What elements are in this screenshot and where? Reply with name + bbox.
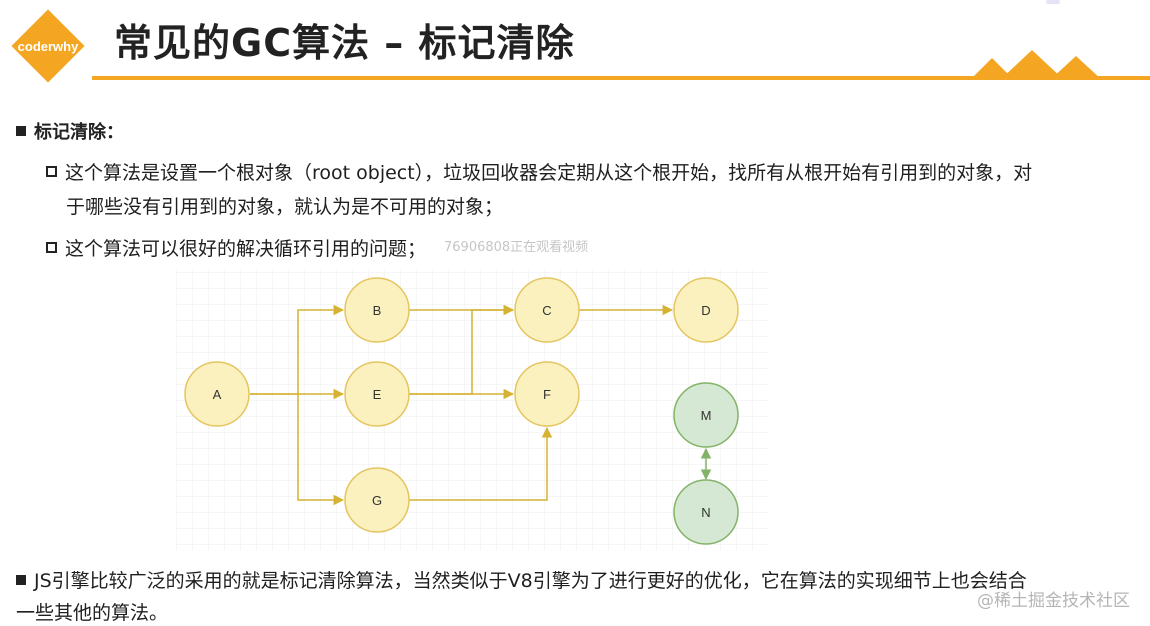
node-d: D — [673, 277, 739, 343]
point-1-line-2: 于哪些没有引用到的对象，就认为是不可用的对象； — [66, 196, 504, 218]
edge-a-g — [297, 394, 345, 506]
coderwhy-logo: coderwhy — [8, 6, 88, 86]
top-marker — [1046, 0, 1060, 4]
bullet-square-icon — [16, 126, 26, 136]
node-f: F — [514, 361, 580, 427]
section-heading: 标记清除： — [16, 118, 124, 144]
title-decoration — [970, 50, 1102, 80]
page-title: 常见的GC算法 – 标记清除 — [114, 21, 575, 65]
svg-text:F: F — [543, 387, 551, 402]
svg-text:C: C — [542, 303, 551, 318]
viewer-watermark: 76906808正在观看视频 — [444, 240, 589, 255]
title-underline — [92, 76, 1150, 80]
node-c: C — [514, 277, 580, 343]
footer-line-2: 一些其他的算法。 — [16, 602, 169, 624]
node-m: M — [673, 382, 739, 448]
svg-text:E: E — [373, 387, 382, 402]
hollow-bullet-icon — [46, 242, 57, 253]
svg-text:N: N — [701, 505, 710, 520]
svg-text:M: M — [701, 408, 712, 423]
corner-watermark: @稀土掘金技术社区 — [977, 591, 1130, 611]
node-a: A — [184, 361, 250, 427]
node-g: G — [344, 467, 410, 533]
svg-text:A: A — [213, 387, 222, 402]
footer-line-1: JS引擎比较广泛的采用的就是标记清除算法，当然类似于V8引擎为了进行更好的优化，… — [16, 566, 1027, 593]
node-b: B — [344, 277, 410, 343]
svg-text:B: B — [373, 303, 382, 318]
node-e: E — [344, 361, 410, 427]
svg-text:G: G — [372, 493, 382, 508]
node-n: N — [673, 479, 739, 545]
bullet-square-icon — [16, 574, 26, 585]
edge-g-f — [409, 426, 553, 501]
point-1-line-1: 这个算法是设置一个根对象（root object），垃圾回收器会定期从这个根开始… — [46, 158, 1032, 185]
logo-text: coderwhy — [18, 39, 79, 54]
hollow-bullet-icon — [46, 166, 57, 177]
svg-text:D: D — [701, 303, 710, 318]
point-2-line-1: 这个算法可以很好的解决循环引用的问题； — [46, 234, 426, 261]
